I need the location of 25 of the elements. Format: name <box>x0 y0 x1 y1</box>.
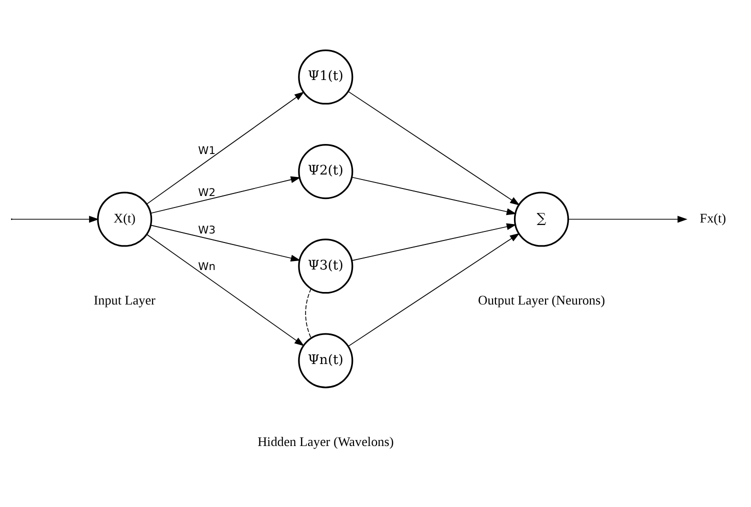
connector <box>305 288 312 338</box>
node-circle: Ψ2(t) <box>298 144 354 199</box>
edge-label: Wn <box>198 259 216 272</box>
arrow <box>351 222 516 260</box>
arrow <box>348 232 520 346</box>
label: Hidden Layer (Wavelons) <box>258 434 394 449</box>
node-circle: ∑ <box>514 191 570 246</box>
arrow <box>150 176 301 214</box>
edge-label: W3 <box>198 223 216 236</box>
node-label: Input Layer <box>94 292 156 308</box>
node-circle: Ψ1(t) <box>298 48 354 104</box>
arrow <box>568 215 688 222</box>
node-text: Fx(t) <box>700 210 726 225</box>
arrow <box>348 90 520 205</box>
arrow <box>150 224 301 262</box>
arrow <box>146 234 304 346</box>
edge-label: W2 <box>198 185 216 198</box>
node-label: Output Layer (Neurons) <box>478 292 605 308</box>
node-circle: Ψ3(t) <box>298 238 354 294</box>
node-circle: Ψn(t) <box>298 332 354 388</box>
edge-label: W1 <box>198 143 216 156</box>
arrow <box>351 176 516 215</box>
arrow <box>146 91 304 204</box>
node-circle: X(t) <box>97 191 152 246</box>
arrow <box>12 215 99 222</box>
